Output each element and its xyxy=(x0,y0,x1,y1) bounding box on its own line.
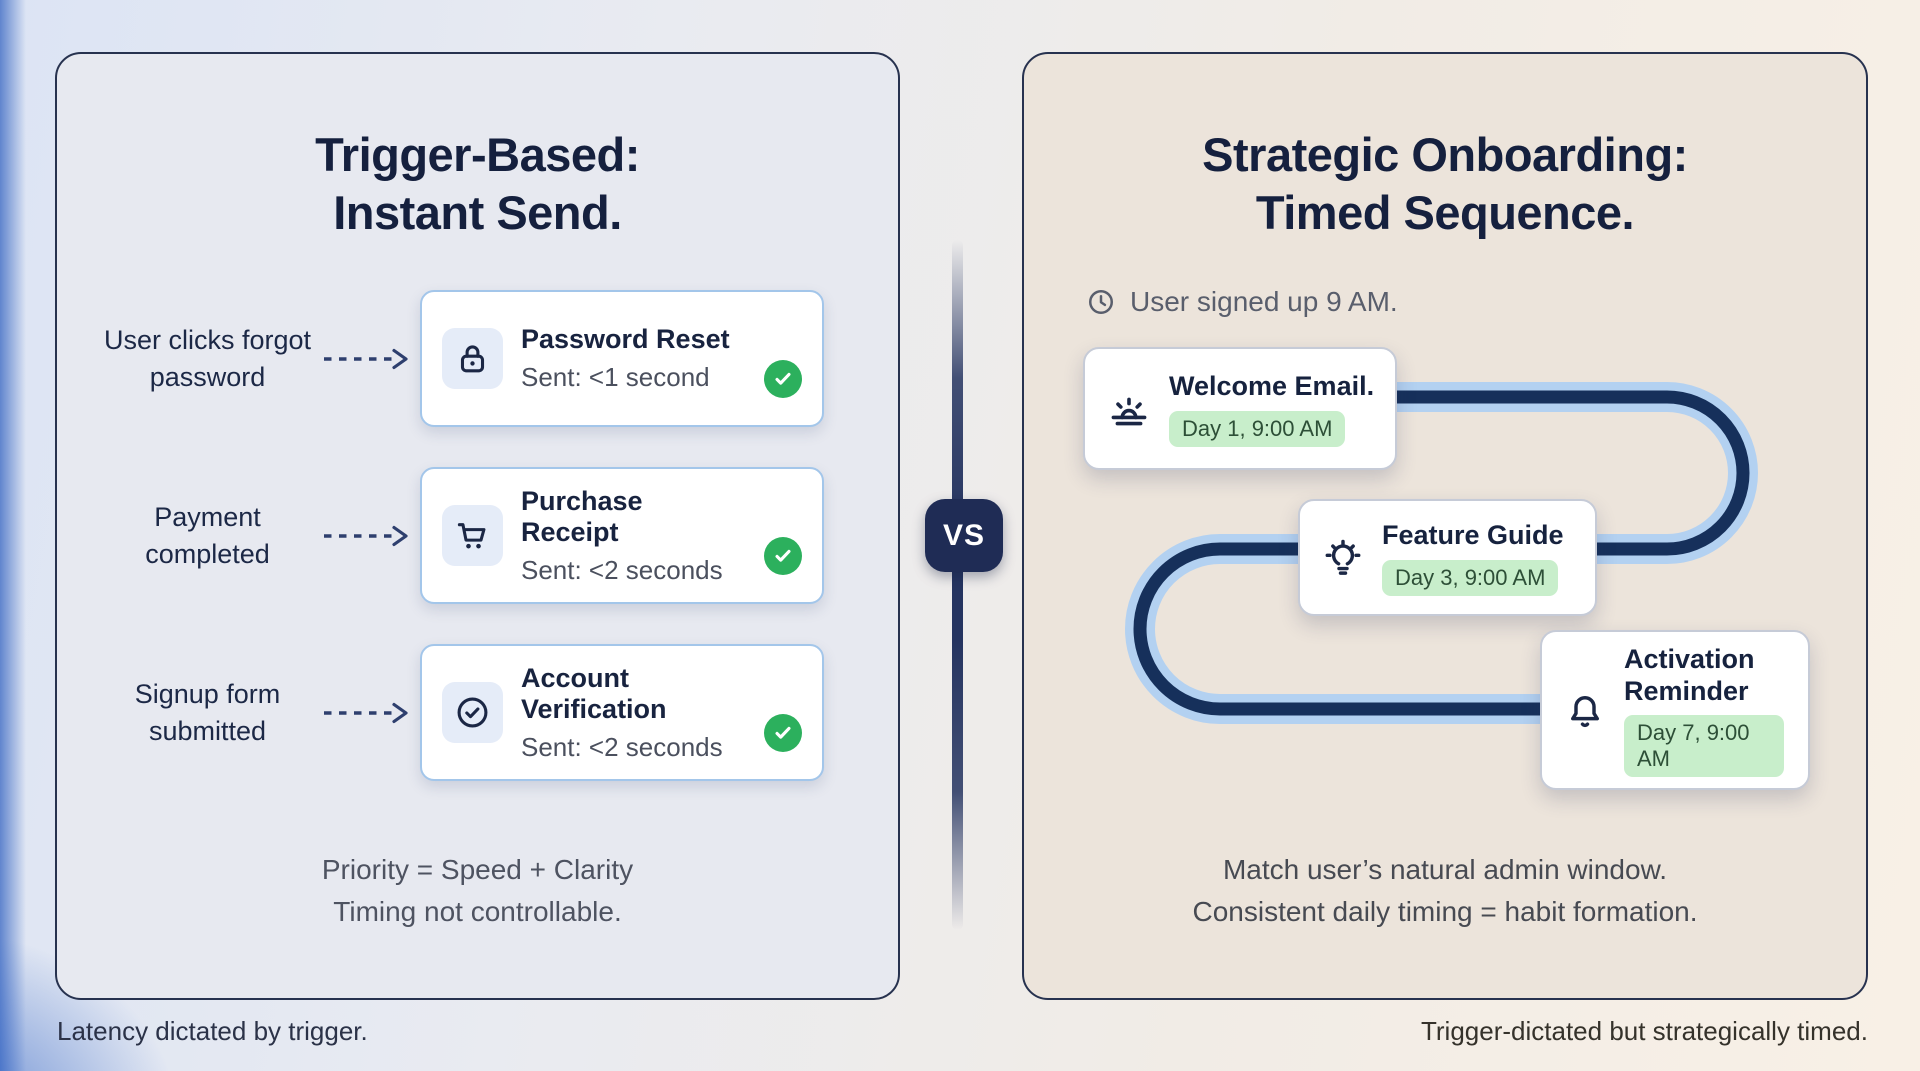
clock-icon xyxy=(1088,289,1114,315)
lightbulb-icon xyxy=(1320,535,1366,581)
strategic-onboarding-panel: Strategic Onboarding: Timed Sequence. Us… xyxy=(1022,52,1868,1000)
email-card-password-reset: Password Reset Sent: <1 second xyxy=(420,290,824,427)
dashed-arrow-icon xyxy=(324,348,408,369)
step-card-feature-guide: Feature Guide Day 3, 9:00 AM xyxy=(1298,499,1597,616)
left-footer-line1: Priority = Speed + Clarity xyxy=(321,854,634,885)
step-card-welcome-email: Welcome Email. Day 1, 9:00 AM xyxy=(1083,347,1397,470)
email-card-title: Password Reset xyxy=(521,324,730,354)
signup-note-text: User signed up 9 AM. xyxy=(1130,286,1398,317)
left-panel-title: Trigger-Based: Instant Send. xyxy=(57,126,898,243)
email-card-sent-time: Sent: <1 second xyxy=(521,362,710,392)
trigger-label: Signup form submitted xyxy=(134,679,281,746)
right-panel-title: Strategic Onboarding: Timed Sequence. xyxy=(1024,126,1866,243)
left-panel-footer: Priority = Speed + Clarity Timing not co… xyxy=(57,849,898,933)
right-title-line1: Strategic Onboarding: xyxy=(1202,128,1688,181)
card-text: Purchase Receipt Sent: <2 seconds xyxy=(521,486,746,586)
card-text: Account Verification Sent: <2 seconds xyxy=(521,663,746,763)
check-circle-icon xyxy=(457,697,488,728)
sunrise-icon xyxy=(1105,385,1153,433)
shopping-cart-icon xyxy=(457,523,486,549)
trigger-row-purchase-receipt: Payment completed Purchase Receipt Sent:… xyxy=(57,467,898,604)
card-text: Password Reset Sent: <1 second xyxy=(521,324,730,393)
left-footer-line2: Timing not controllable. xyxy=(333,896,622,927)
step-day-badge: Day 3, 9:00 AM xyxy=(1382,559,1559,596)
trigger-row-account-verification: Signup form submitted Account Verificati… xyxy=(57,644,898,781)
trigger-row-password-reset: User clicks forgot password Password Res… xyxy=(57,290,898,427)
right-footer-line2: Consistent daily timing = habit formatio… xyxy=(1192,896,1698,927)
step-day-badge: Day 1, 9:00 AM xyxy=(1169,410,1346,447)
signup-note: User signed up 9 AM. xyxy=(1086,286,1398,318)
email-card-sent-time: Sent: <2 seconds xyxy=(521,731,723,762)
right-bottom-caption: Trigger-dictated but strategically timed… xyxy=(1420,1016,1868,1046)
left-bottom-caption: Latency dictated by trigger. xyxy=(57,1016,368,1046)
sent-success-icon xyxy=(764,536,802,575)
dashed-arrow-icon xyxy=(324,525,408,546)
step-card-activation-reminder: Activation Reminder Day 7, 9:00 AM xyxy=(1540,630,1810,790)
left-title-line2: Instant Send. xyxy=(333,186,622,240)
right-footer-line1: Match user’s natural admin window. xyxy=(1222,854,1668,885)
icon-tile xyxy=(442,505,503,566)
trigger-label: User clicks forgot password xyxy=(103,325,312,392)
lock-icon xyxy=(460,345,485,373)
step-title: Activation Reminder xyxy=(1624,643,1755,706)
step-title: Feature Guide xyxy=(1382,520,1564,551)
sent-success-icon xyxy=(764,359,802,398)
icon-tile xyxy=(442,682,503,743)
vs-badge: VS xyxy=(925,499,1003,572)
email-card-sent-time: Sent: <2 seconds xyxy=(521,554,723,585)
email-card-account-verification: Account Verification Sent: <2 seconds xyxy=(420,644,824,781)
card-text: Feature Guide Day 3, 9:00 AM xyxy=(1382,519,1564,596)
email-card-title: Account Verification xyxy=(521,662,667,724)
bell-icon xyxy=(1562,687,1608,733)
right-panel-footer: Match user’s natural admin window. Consi… xyxy=(1024,849,1866,933)
email-card-title: Purchase Receipt xyxy=(521,485,643,547)
icon-tile xyxy=(442,328,503,389)
sent-success-icon xyxy=(764,713,802,752)
step-title: Welcome Email. xyxy=(1169,371,1375,402)
trigger-label: Payment completed xyxy=(145,502,270,569)
divider-line xyxy=(952,240,963,930)
left-title-line1: Trigger-Based: xyxy=(315,128,640,181)
card-text: Welcome Email. Day 1, 9:00 AM xyxy=(1169,370,1375,447)
dashed-arrow-icon xyxy=(324,702,408,723)
card-text: Activation Reminder Day 7, 9:00 AM xyxy=(1624,643,1784,778)
journey-path xyxy=(1125,382,1758,724)
step-day-badge: Day 7, 9:00 AM xyxy=(1624,715,1784,778)
trigger-based-panel: Trigger-Based: Instant Send. User clicks… xyxy=(55,52,900,1000)
email-card-purchase-receipt: Purchase Receipt Sent: <2 seconds xyxy=(420,467,824,604)
right-title-line2: Timed Sequence. xyxy=(1255,186,1635,240)
